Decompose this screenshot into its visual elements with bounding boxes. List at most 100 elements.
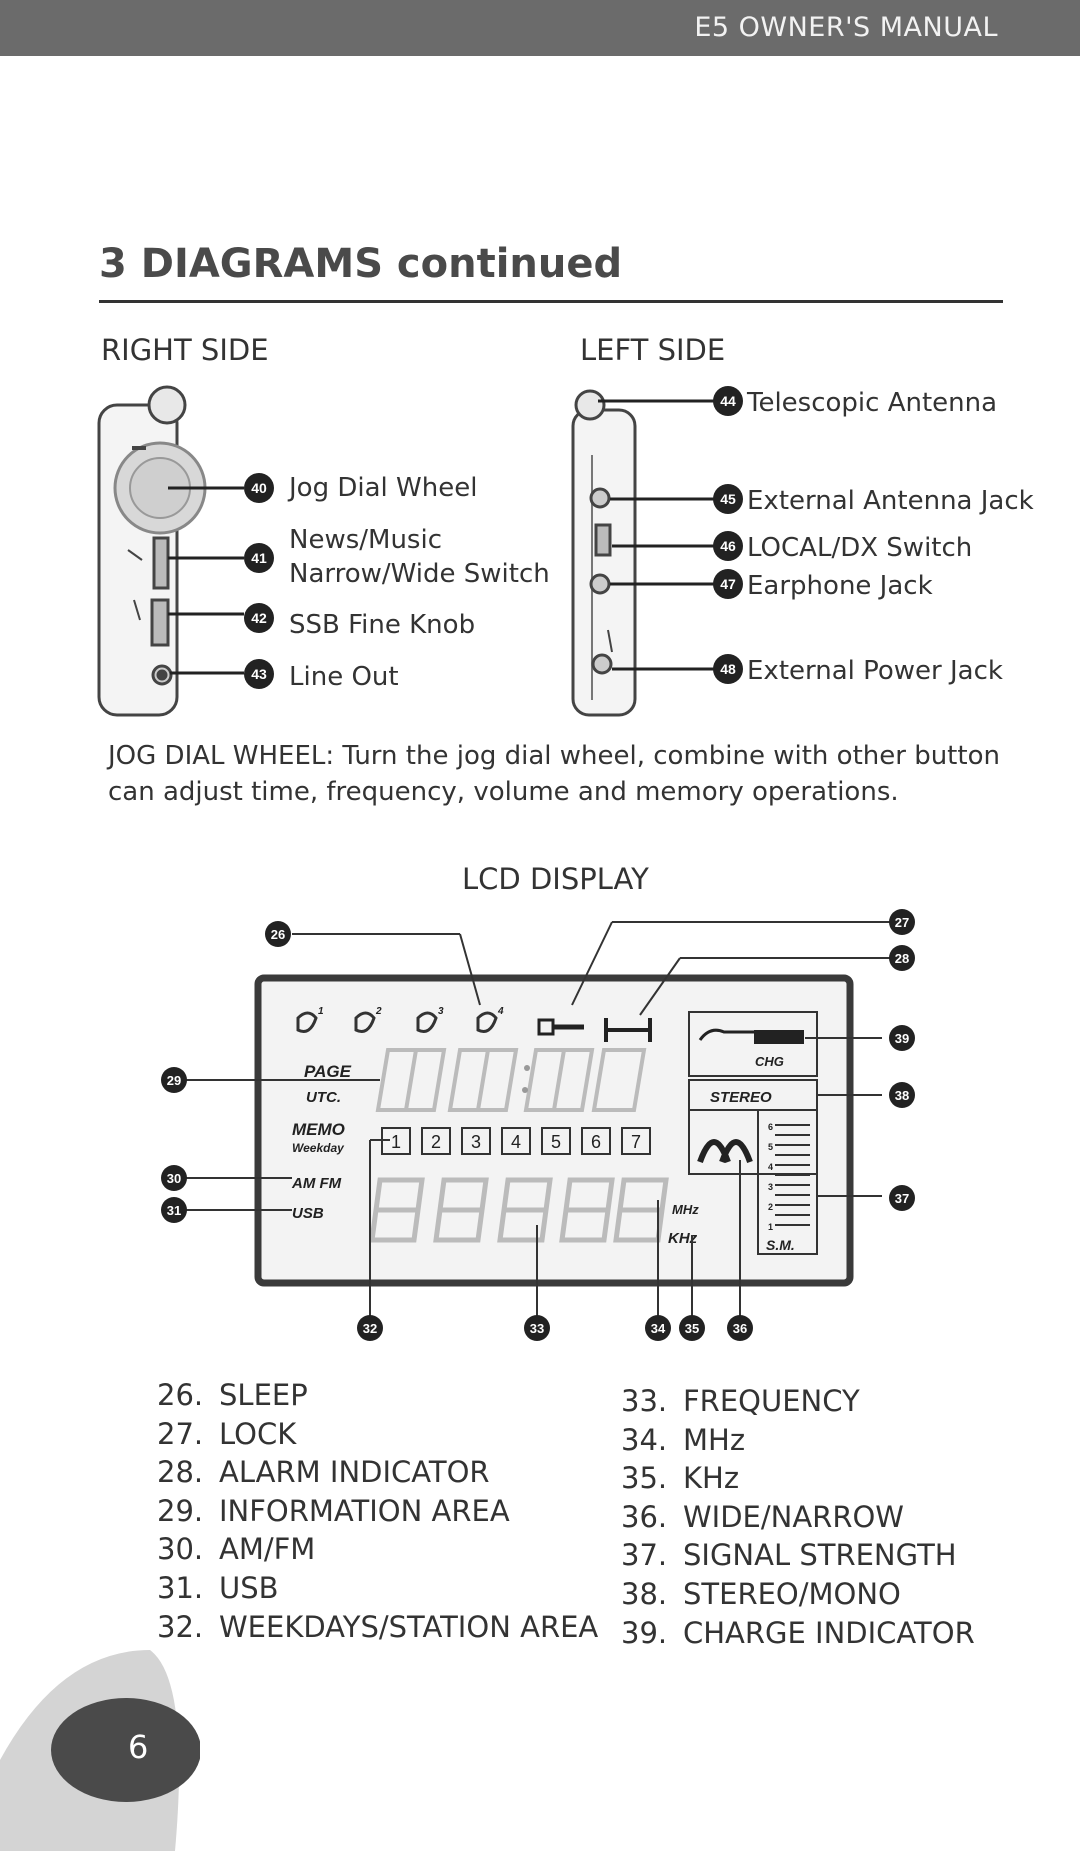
header-bar: E5 OWNER'S MANUAL: [0, 0, 1080, 56]
callout-jog-dial-wheel: Jog Dial Wheel: [289, 473, 478, 503]
left-side-callout-lines: [598, 399, 714, 671]
lcd-mhz-label: MHz: [672, 1202, 699, 1217]
lcd-callout-35: 35: [685, 1321, 699, 1336]
callout-earphone-jack: Earphone Jack: [747, 571, 933, 601]
callout-external-power-jack: External Power Jack: [747, 656, 1003, 686]
lcd-sleep-level-3: 3: [438, 1006, 444, 1017]
right-side-callout-markers: [244, 473, 274, 689]
lcd-callout-32: 32: [363, 1321, 377, 1336]
legend-item: 27.LOCK: [157, 1416, 297, 1451]
signal-level-4: 4: [768, 1162, 773, 1172]
lcd-sleep-level-1: 1: [318, 1006, 324, 1017]
right-side-callout-lines: [168, 486, 244, 675]
legend-item: 30.AM/FM: [157, 1532, 316, 1567]
lcd-callout-37: 37: [895, 1191, 909, 1206]
station-box-label: 3: [471, 1132, 481, 1152]
legend-item: 34.MHz: [621, 1422, 746, 1457]
legend-item: 36.WIDE/NARROW: [621, 1499, 904, 1534]
lcd-callout-28: 28: [895, 951, 909, 966]
lcd-chg-label: CHG: [755, 1054, 784, 1069]
station-box: [541, 1127, 571, 1155]
lcd-sleep-level-2: 2: [375, 1006, 382, 1017]
lcd-weekday-label: Weekday: [292, 1141, 345, 1155]
lcd-callout-30: 30: [167, 1171, 181, 1186]
legend-right: 33.FREQUENCY 34.MHz 35.KHz 36.WIDE/NARRO…: [621, 1382, 975, 1652]
callout-news-music: News/Music: [289, 525, 442, 555]
right-side-device-illustration: [97, 385, 207, 717]
callout-number-46: 46: [720, 538, 736, 554]
lcd-stereo-label: STEREO: [710, 1089, 772, 1106]
callout-number-45: 45: [720, 491, 736, 507]
page-number: 6: [128, 1728, 149, 1766]
station-box: [581, 1127, 611, 1155]
lcd-callout-markers: [161, 909, 915, 1341]
legend-left: 26.SLEEP 27.LOCK 28.ALARM INDICATOR 29.I…: [157, 1376, 598, 1646]
lcd-usb-label: USB: [292, 1205, 324, 1222]
lcd-callout-34: 34: [651, 1321, 666, 1336]
title-divider: [99, 300, 1003, 303]
legend-item: 38.STEREO/MONO: [621, 1576, 901, 1611]
station-box: [501, 1127, 531, 1155]
left-side-title: LEFT SIDE: [580, 333, 726, 367]
lcd-display-illustration: 1 2 3 4 5 6 7: [254, 974, 854, 1287]
callout-external-antenna-jack: External Antenna Jack: [747, 486, 1034, 516]
lcd-callout-31: 31: [167, 1203, 181, 1218]
lcd-utc-label: UTC.: [306, 1089, 341, 1106]
callout-number-43: 43: [251, 666, 267, 682]
lcd-memo-label: MEMO: [292, 1120, 345, 1139]
right-side-title: RIGHT SIDE: [101, 333, 269, 367]
lcd-callout-26: 26: [271, 927, 285, 942]
station-box: [461, 1127, 491, 1155]
callout-telescopic-antenna: Telescopic Antenna: [747, 388, 998, 418]
lcd-sm-label: S.M.: [766, 1237, 795, 1253]
station-box-label: 4: [511, 1132, 521, 1152]
legend-item: 31.USB: [157, 1570, 279, 1605]
signal-level-6: 6: [768, 1122, 773, 1132]
legend-item: 29.INFORMATION AREA: [157, 1493, 510, 1528]
lcd-callout-38: 38: [895, 1088, 909, 1103]
lcd-callout-33: 33: [530, 1321, 544, 1336]
left-side-callout-markers: [713, 386, 743, 684]
station-box-label: 2: [431, 1132, 441, 1152]
callout-number-41: 41: [251, 550, 267, 566]
callout-number-48: 48: [720, 661, 736, 677]
left-side-device-illustration: [571, 389, 637, 717]
signal-level-1: 1: [768, 1222, 773, 1232]
lcd-display-title: LCD DISPLAY: [462, 862, 649, 896]
page-corner-decoration: [0, 1650, 200, 1851]
callout-number-47: 47: [720, 576, 736, 592]
callout-ssb-fine-knob: SSB Fine Knob: [289, 610, 476, 640]
jog-dial-description: JOG DIAL WHEEL: Turn the jog dial wheel,…: [108, 741, 1000, 807]
callout-number-40: 40: [251, 480, 267, 496]
lcd-am-fm-label: AM FM: [291, 1175, 342, 1192]
callout-line-out: Line Out: [289, 662, 399, 692]
lcd-khz-label: KHz: [668, 1230, 698, 1247]
legend-item: 39.CHARGE INDICATOR: [621, 1615, 975, 1650]
lcd-callout-36: 36: [733, 1321, 747, 1336]
signal-level-2: 2: [768, 1202, 773, 1212]
legend-item: 26.SLEEP: [157, 1378, 308, 1412]
station-box-label: 1: [391, 1132, 401, 1152]
callout-local-dx-switch: LOCAL/DX Switch: [747, 533, 973, 563]
callout-number-44: 44: [720, 393, 736, 409]
legend-item: 35.KHz: [621, 1461, 740, 1496]
station-box-label: 5: [551, 1132, 561, 1152]
lcd-callout-lines: [184, 921, 902, 1328]
station-box-label: 6: [591, 1132, 601, 1152]
lcd-callout-27: 27: [895, 915, 909, 930]
lcd-sleep-level-4: 4: [497, 1006, 504, 1017]
section-title: 3 DIAGRAMS continued: [99, 241, 623, 287]
legend-item: 32.WEEKDAYS/STATION AREA: [157, 1609, 599, 1644]
lcd-page-label: PAGE: [304, 1062, 352, 1081]
callout-number-42: 42: [251, 610, 267, 626]
station-box: [621, 1127, 651, 1155]
manual-title: E5 OWNER'S MANUAL: [694, 12, 998, 43]
station-box-label: 7: [631, 1132, 641, 1152]
legend-item: 37.SIGNAL STRENGTH: [621, 1538, 957, 1573]
legend-item: 33.FREQUENCY: [621, 1384, 860, 1418]
lcd-callout-39: 39: [895, 1031, 909, 1046]
callout-narrow-wide-switch: Narrow/Wide Switch: [289, 559, 550, 589]
lcd-callout-29: 29: [167, 1073, 181, 1088]
station-box: [421, 1127, 451, 1155]
